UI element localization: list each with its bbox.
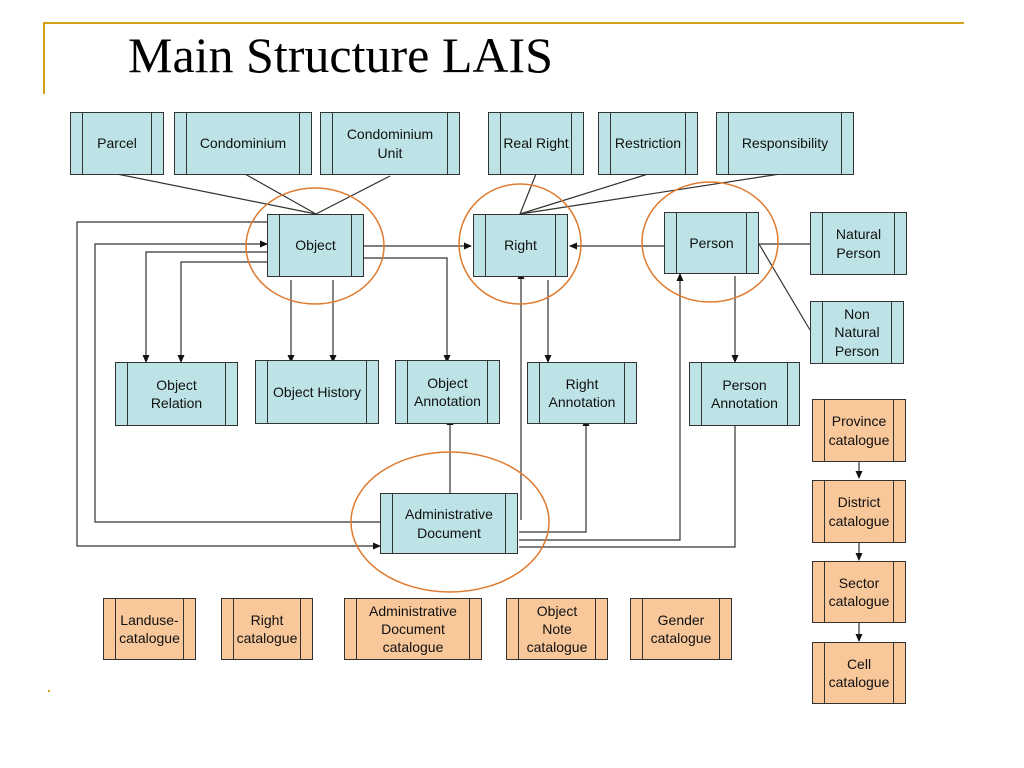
- box-right-annotation: Right Annotation: [527, 362, 637, 424]
- box-condominium-unit: Condominium Unit: [320, 112, 460, 175]
- link-admin-rightannotation: [519, 418, 590, 533]
- catalogue-object-note: Object Note catalogue: [506, 598, 608, 660]
- box-right: Right: [473, 214, 568, 277]
- box-person: Person: [664, 212, 759, 274]
- box-administrative-document: Administrative Document: [380, 493, 518, 554]
- box-natural-person: Natural Person: [810, 212, 907, 275]
- box-object-annotation: Object Annotation: [395, 360, 500, 424]
- link-object-relation-b: [177, 261, 267, 363]
- highlight-circle-object: [245, 187, 385, 305]
- accent-bar-vertical: [43, 22, 45, 94]
- link-object-annotation: [364, 257, 451, 363]
- box-parcel: Parcel: [70, 112, 164, 175]
- catalogue-administrative-document: Administrative Document catalogue: [344, 598, 482, 660]
- link-condominium-object: [244, 173, 317, 215]
- catalogue-cell: Cell catalogue: [812, 642, 906, 704]
- link-realright-right: [519, 173, 537, 215]
- link-object-relation-a: [142, 251, 267, 363]
- box-object-history: Object History: [255, 360, 379, 424]
- catalogue-district: District catalogue: [812, 480, 906, 543]
- highlight-circle-admin: [350, 451, 550, 593]
- accent-bar-horizontal: [43, 22, 964, 24]
- box-object-relation: Object Relation: [115, 362, 238, 426]
- slide-marker: [48, 690, 50, 692]
- highlight-circle-person: [641, 181, 779, 303]
- box-condominium: Condominium: [174, 112, 312, 175]
- catalogue-province: Province catalogue: [812, 399, 906, 462]
- box-non-natural-person: Non Natural Person: [810, 301, 904, 364]
- catalogue-landuse: Landuse-catalogue: [103, 598, 196, 660]
- link-admin-personannotation: [519, 418, 739, 548]
- link-person-nonnatural: [758, 243, 811, 331]
- catalogue-right: Right catalogue: [221, 598, 313, 660]
- box-real-right: Real Right: [488, 112, 584, 175]
- catalogue-sector: Sector catalogue: [812, 561, 906, 623]
- loop-object-admin-outer: [76, 221, 381, 550]
- slide-title: Main Structure LAIS: [128, 27, 553, 83]
- box-object: Object: [267, 214, 364, 277]
- loop-admin-object-inner: [94, 240, 380, 523]
- link-admin-person: [519, 273, 684, 541]
- box-restriction: Restriction: [598, 112, 698, 175]
- link-restriction-right: [519, 173, 649, 215]
- catalogue-gender: Gender catalogue: [630, 598, 732, 660]
- link-responsibility-right: [519, 173, 781, 215]
- link-condounit-object: [315, 175, 391, 215]
- link-parcel-object: [116, 173, 317, 215]
- box-responsibility: Responsibility: [716, 112, 854, 175]
- highlight-circle-right: [458, 183, 582, 305]
- box-person-annotation: Person Annotation: [689, 362, 800, 426]
